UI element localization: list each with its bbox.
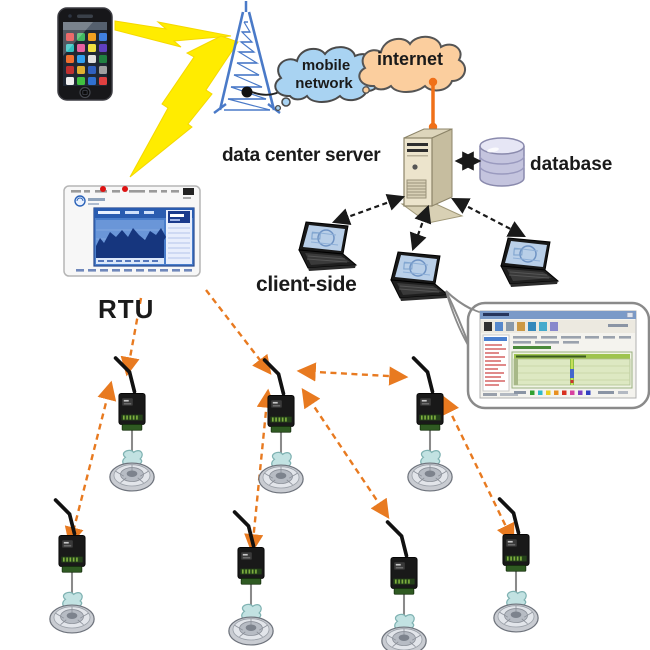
sensor-g <box>492 497 540 634</box>
window-close-button <box>626 312 634 318</box>
window-legend <box>514 390 628 395</box>
laptop-3 <box>500 237 559 288</box>
phone-camera <box>68 14 72 18</box>
smartphone <box>57 7 113 101</box>
rtu-led <box>122 186 128 192</box>
arrow-sensorA-sensorD <box>64 380 117 547</box>
sensor-d <box>48 498 96 635</box>
lightning-phone-to-tower <box>114 20 232 48</box>
wireless-mesh-arrows <box>64 289 515 554</box>
phone-app-grid <box>66 33 107 85</box>
monitoring-window <box>479 310 637 399</box>
phone-screen <box>63 22 107 86</box>
arrow-server-laptop3 <box>451 197 526 238</box>
server-drive-bay <box>407 143 428 146</box>
phone-home-button <box>79 86 91 99</box>
toolbar-icon <box>495 322 503 331</box>
window-toolbar <box>481 320 635 333</box>
rtu-led <box>100 186 106 192</box>
laptop-2 <box>390 251 449 302</box>
toolbar-icon <box>484 322 492 331</box>
data-center-server <box>400 128 464 224</box>
sensor-a <box>108 356 156 493</box>
arrow-rtu-sensorB <box>205 289 272 375</box>
window-device-list-panel <box>482 334 518 396</box>
data-center-server-label: data center server <box>222 145 381 166</box>
client-side-label: client-side <box>256 273 357 296</box>
arrow-server-laptop2 <box>409 204 432 252</box>
arrow-sensorB-sensorC <box>296 362 409 386</box>
server-power-button <box>412 164 418 170</box>
window-title-bar <box>480 311 636 319</box>
rtu-screen-chart <box>96 228 166 258</box>
lightning-tower-to-rtu <box>129 35 239 178</box>
toolbar-icon <box>506 322 514 331</box>
laptop-1 <box>298 221 357 272</box>
arrow-sensorB-sensorE <box>244 388 276 554</box>
toolbar-icon <box>550 322 558 331</box>
monitoring-software-callout <box>445 290 650 410</box>
window-query-form <box>513 336 631 349</box>
internet-cloud <box>358 35 467 94</box>
sensor-e <box>227 510 275 647</box>
internet-server-link <box>428 77 438 132</box>
rtu-screen <box>93 207 195 267</box>
rtu-logo <box>74 195 105 207</box>
mobile-network-label-line2: network <box>295 75 353 92</box>
arrow-rtu-sensorA <box>120 297 143 377</box>
window-chart <box>511 351 633 389</box>
internet-label: internet <box>376 49 443 69</box>
arrow-sensorC-sensorG <box>441 394 515 544</box>
tower-junction-dot <box>241 86 253 98</box>
sensor-f <box>380 520 428 650</box>
toolbar-icon <box>539 322 547 331</box>
server-vent-grid <box>406 179 427 199</box>
rtu-display-888 <box>183 188 194 195</box>
rtu-screen-ticks <box>98 260 158 262</box>
sensor-c <box>406 356 454 493</box>
rtu-label: RTU <box>98 294 155 324</box>
phone-speaker <box>77 14 93 18</box>
mobile-network-label-line1: mobile <box>301 57 351 74</box>
toolbar-icon <box>517 322 525 331</box>
rtu-panel <box>63 185 201 277</box>
toolbar-icon <box>528 322 536 331</box>
arrow-server-laptop1 <box>331 193 406 226</box>
arrow-sensorB-sensorF <box>301 388 390 519</box>
server-client-arrows <box>331 193 526 252</box>
database-label: database <box>530 154 613 175</box>
server-drive-bay <box>407 149 428 152</box>
rtu-bottom-labels <box>76 269 192 272</box>
rtu-top-labels <box>71 190 179 193</box>
database-cylinder <box>479 137 525 187</box>
